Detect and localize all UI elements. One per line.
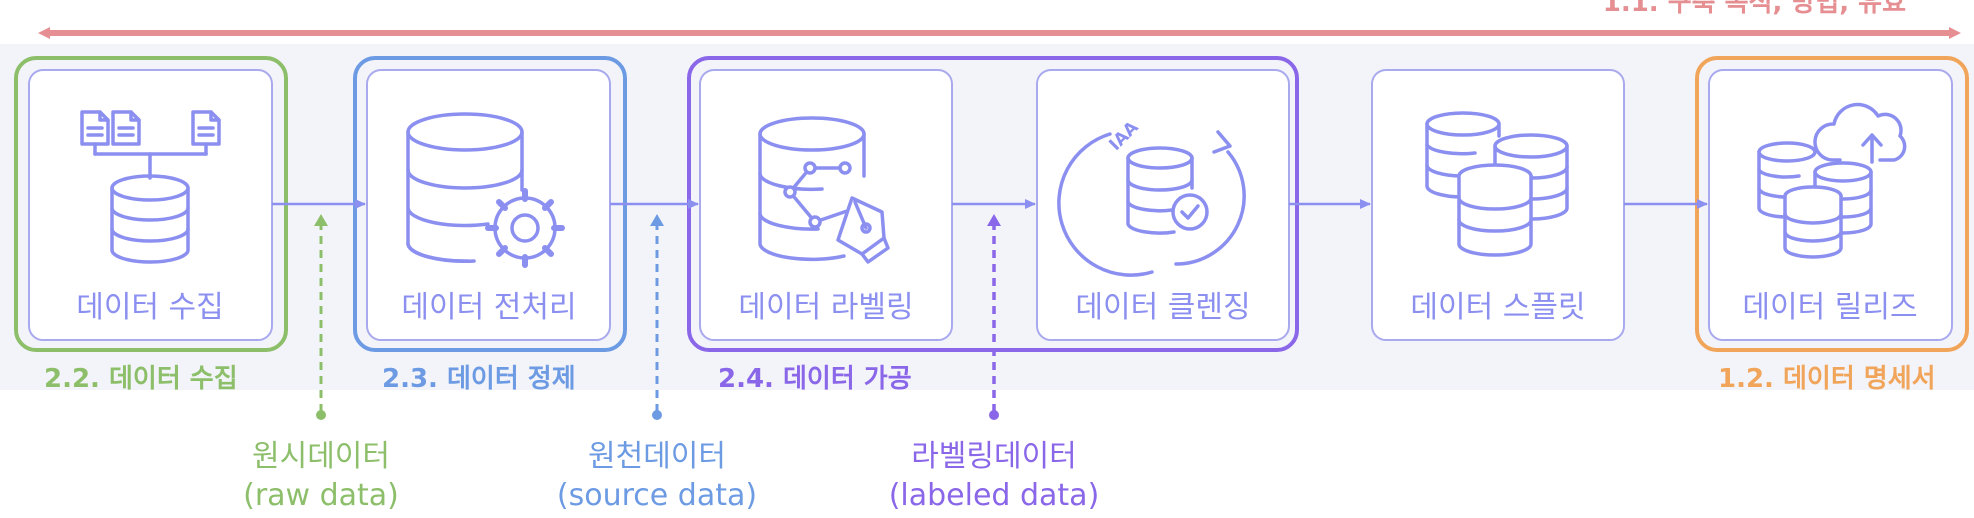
step-label-labeling: 데이터 라벨링: [738, 290, 913, 325]
step-label-cleansing: 데이터 클렌징: [1075, 290, 1250, 325]
process-band: [0, 44, 1974, 390]
step-label-release: 데이터 릴리즈: [1742, 290, 1917, 325]
raw-data-english: (raw data): [243, 478, 399, 513]
raw-data-pointer: [314, 214, 328, 420]
step-label-preprocess: 데이터 전처리: [401, 290, 576, 325]
raw-data-name: 원시데이터: [252, 439, 390, 474]
labeled-data-name: 라벨링데이터: [911, 439, 1077, 474]
top-scope-label: 1.1. 구축 목적, 방법, 유효: [1603, 0, 1906, 18]
database-pen-icon: [758, 116, 890, 264]
source-data-english: (source data): [557, 478, 757, 513]
labeled-data-english: (labeled data): [889, 478, 1100, 513]
step-label-split: 데이터 스플릿: [1410, 290, 1585, 325]
group-label-process: 2.4. 데이터 가공: [718, 364, 912, 394]
labeled-data-pointer: [987, 214, 1001, 420]
group-label-spec: 1.2. 데이터 명세서: [1718, 364, 1936, 394]
source-data-pointer: [650, 214, 664, 420]
database-gear-icon: [406, 112, 565, 268]
group-label-refine: 2.3. 데이터 정제: [382, 364, 576, 394]
documents-database-icon: [80, 110, 221, 264]
step-label-collect: 데이터 수집: [76, 290, 224, 325]
databases-stack-icon: [1425, 111, 1569, 257]
group-label-collect: 2.2. 데이터 수집: [44, 364, 238, 394]
source-data-name: 원천데이터: [588, 439, 726, 474]
database-cloud-upload-icon: [1757, 102, 1907, 259]
